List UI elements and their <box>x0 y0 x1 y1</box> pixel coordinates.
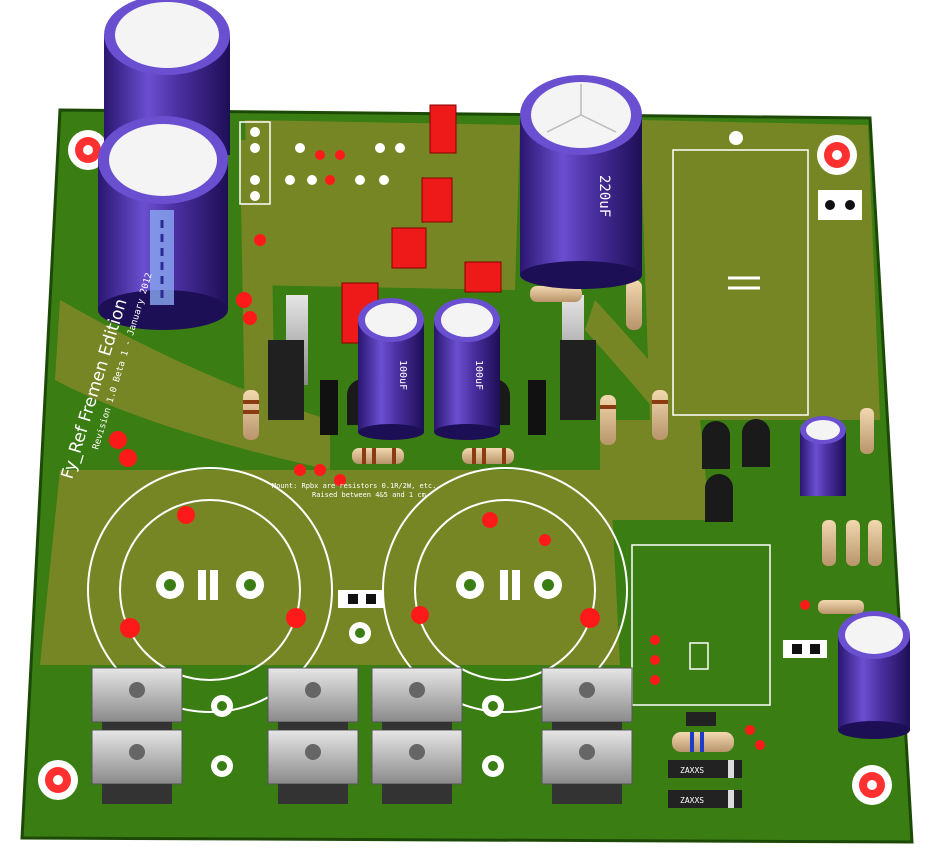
zener-label-b: ZAXXS <box>680 796 704 805</box>
mounting-hole-bottom-left <box>38 760 78 800</box>
board-note-2: Raised between 4&5 and 1 cm <box>312 491 426 499</box>
bridge-rectifier-left <box>87 467 333 713</box>
zener-label-a: ZAXXS <box>680 766 704 775</box>
header-pins <box>239 121 862 658</box>
resistors <box>243 280 882 752</box>
small-cap-left-label: 100uF <box>397 360 408 390</box>
red-pads <box>109 150 810 750</box>
electrolytic-cap-bottom-right <box>838 611 910 739</box>
power-transistors <box>91 667 633 804</box>
electrolytic-cap-220uf <box>520 75 642 289</box>
board-note-1: Mount: Rpbx are resistors 0.1R/2W, etc. <box>272 482 436 490</box>
mounting-hole-bottom-right <box>852 765 892 805</box>
zener-diodes <box>668 712 742 808</box>
big-cap-label: 220uF <box>596 175 612 217</box>
relay-coil-symbol <box>689 642 709 670</box>
small-capacitor-left <box>358 298 424 440</box>
film-cap-outline <box>672 149 809 416</box>
small-capacitor-right <box>434 298 500 440</box>
electrolytic-cap-big-left-front <box>98 116 228 330</box>
small-cap-right-label: 100uF <box>473 360 484 390</box>
mounting-hole-top-right <box>817 135 857 175</box>
voltage-regulators <box>268 295 596 420</box>
relay-outline <box>631 544 771 706</box>
electrolytic-cap-small-right <box>800 416 846 496</box>
